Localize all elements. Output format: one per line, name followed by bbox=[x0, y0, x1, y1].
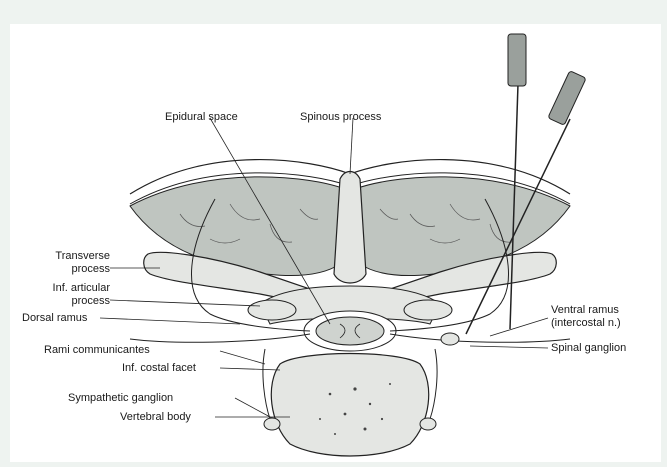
label-dorsal-ramus: Dorsal ramus bbox=[22, 312, 87, 324]
intercostal-nerve-right bbox=[390, 334, 570, 342]
label-epidural-space: Epidural space bbox=[165, 111, 238, 123]
label-sympathetic-ganglion: Sympathetic ganglion bbox=[68, 392, 173, 404]
label-transverse-process-line2: process bbox=[26, 263, 110, 275]
label-ventral-ramus-line1: Ventral ramus bbox=[551, 304, 619, 316]
label-inf-costal-facet: Inf. costal facet bbox=[122, 362, 196, 374]
label-rami-communicantes: Rami communicantes bbox=[44, 344, 150, 356]
label-inf-articular-line2: process bbox=[26, 295, 110, 307]
sympathetic-ganglion-left bbox=[264, 418, 280, 430]
articular-process-right bbox=[404, 300, 452, 320]
sympathetic-ganglion-right bbox=[420, 418, 436, 430]
articular-process-left bbox=[248, 300, 296, 320]
spinal-cord bbox=[316, 317, 384, 345]
intercostal-nerve-left bbox=[130, 334, 310, 342]
needle-1 bbox=[508, 34, 526, 329]
label-inf-articular-line1: Inf. articular bbox=[26, 282, 110, 294]
rami-communicantes-right bbox=[430, 349, 437, 419]
vertebral-body bbox=[271, 354, 428, 457]
label-ventral-ramus-line2: (intercostal n.) bbox=[551, 317, 621, 329]
spinal-ganglion-right bbox=[441, 333, 459, 345]
rami-communicantes-left bbox=[263, 349, 270, 419]
diagram-panel: Epidural space Spinous process Transvers… bbox=[10, 24, 661, 462]
label-spinal-ganglion: Spinal ganglion bbox=[551, 342, 626, 354]
label-transverse-process-line1: Transverse bbox=[26, 250, 110, 262]
label-vertebral-body: Vertebral body bbox=[120, 411, 191, 423]
label-spinous-process: Spinous process bbox=[300, 111, 381, 123]
